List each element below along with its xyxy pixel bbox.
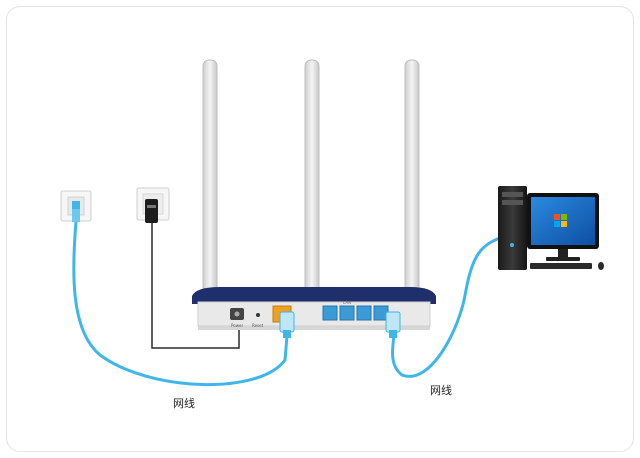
- wall-power-socket: [136, 187, 170, 223]
- reset-button: [256, 313, 260, 317]
- network-cable-left: [72, 221, 289, 387]
- network-cable-right: [390, 236, 501, 378]
- mouse: [598, 262, 604, 270]
- cable-label-right: 网线: [430, 384, 452, 397]
- pc-tower: [498, 186, 527, 270]
- keyboard: [530, 263, 592, 269]
- lan-label: LAN: [343, 300, 351, 305]
- windows-logo-icon: [554, 214, 567, 227]
- antenna-left-icon: [202, 59, 218, 328]
- rj45-plug-left: [279, 311, 295, 338]
- wireless-router: Power Reset LAN: [192, 59, 436, 330]
- power-adapter: [145, 199, 158, 223]
- reset-label: Reset: [252, 323, 264, 328]
- rj45-plug-right: [385, 311, 401, 338]
- antenna-center-icon: [304, 59, 320, 328]
- desktop-computer: [498, 186, 604, 270]
- lan-port-2: [339, 305, 355, 321]
- cable-label-left: 网线: [173, 397, 195, 410]
- router-top-cover: [192, 287, 436, 304]
- antenna-right-icon: [404, 59, 420, 328]
- wall-ethernet-outlet: [60, 190, 92, 222]
- lan-port-3: [356, 305, 372, 321]
- power-port-label: Power: [231, 323, 243, 328]
- power-cord: [151, 223, 240, 349]
- lan-port-1: [322, 305, 338, 321]
